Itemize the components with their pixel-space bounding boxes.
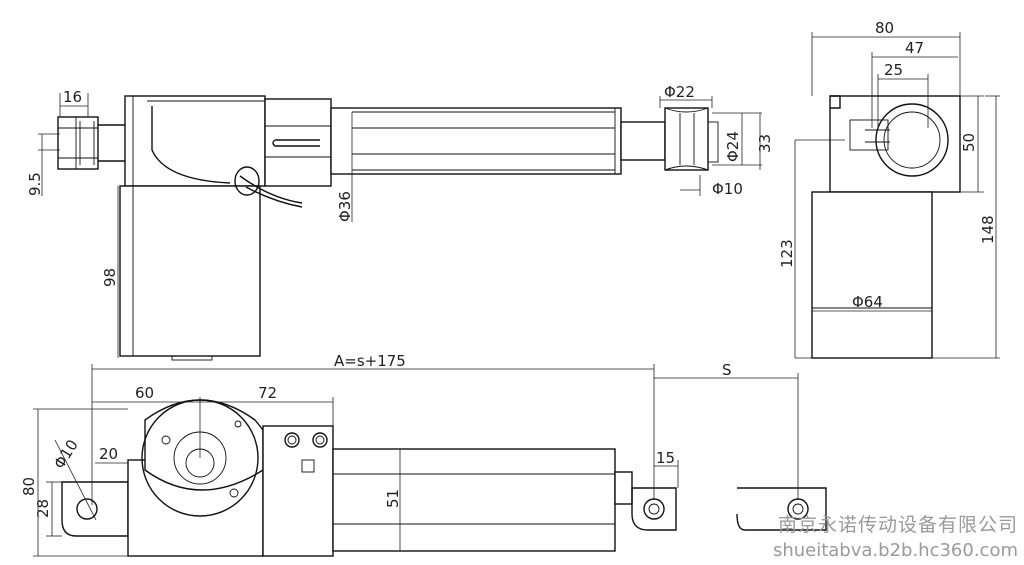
dim-123: 123 [778, 239, 796, 268]
dim-60: 60 [135, 384, 154, 402]
top-view [57, 95, 719, 361]
dim-a-s-175: A=s+175 [334, 352, 406, 370]
side-view-dimensions [794, 32, 1000, 359]
front-collar [262, 425, 334, 557]
dim-phi10-front: Φ10 [50, 436, 82, 472]
front-outer-tube [332, 448, 616, 552]
top-view-dimensions [38, 93, 762, 358]
rear-pin-hole [76, 498, 98, 520]
dim-s: S [722, 361, 732, 379]
dim-51: 51 [384, 489, 402, 508]
dim-25: 25 [884, 61, 903, 79]
rear-lug [61, 481, 129, 537]
dim-50: 50 [960, 133, 978, 152]
side-view-labels: 80 47 25 50 123 148 Φ64 [778, 19, 997, 311]
watermark-url: shueitabva.b2b.hc360.com [772, 540, 1018, 561]
side-gearbox [829, 95, 961, 193]
motor-body [119, 185, 261, 357]
top-view-labels: 16 9.5 98 Φ36 Φ22 Φ24 33 Φ10 [26, 83, 774, 287]
rear-clevis [57, 116, 99, 170]
inner-rod [620, 121, 666, 161]
front-view [61, 399, 827, 557]
watermark-company: 南京永诺传动设备有限公司 [777, 514, 1018, 536]
front-view-dimensions [33, 364, 799, 557]
side-view [811, 95, 961, 359]
dim-80-front: 80 [20, 477, 38, 496]
dim-20: 20 [99, 445, 118, 463]
cable-grommet [234, 166, 260, 196]
dim-9-5: 9.5 [26, 172, 44, 196]
dim-phi64: Φ64 [852, 293, 883, 311]
rod-end [664, 107, 709, 171]
dim-47: 47 [905, 39, 924, 57]
dim-98: 98 [101, 268, 119, 287]
dim-phi10-top: Φ10 [712, 180, 743, 198]
dim-33: 33 [756, 134, 774, 153]
dim-15: 15 [656, 449, 675, 467]
gearbox-housing [124, 95, 266, 187]
dim-phi24: Φ24 [724, 131, 742, 162]
dim-phi22: Φ22 [664, 83, 695, 101]
dim-80-side: 80 [875, 19, 894, 37]
front-rod-end [631, 487, 677, 531]
dim-28: 28 [34, 499, 52, 518]
extended-rod-end [736, 487, 827, 531]
tube-collar [264, 98, 332, 187]
dim-72: 72 [258, 384, 277, 402]
dim-16: 16 [63, 88, 82, 106]
outer-tube [330, 107, 622, 175]
side-motor [811, 191, 933, 359]
side-gear-ring [875, 103, 949, 177]
dim-phi36: Φ36 [336, 191, 354, 222]
dim-148: 148 [979, 215, 997, 244]
